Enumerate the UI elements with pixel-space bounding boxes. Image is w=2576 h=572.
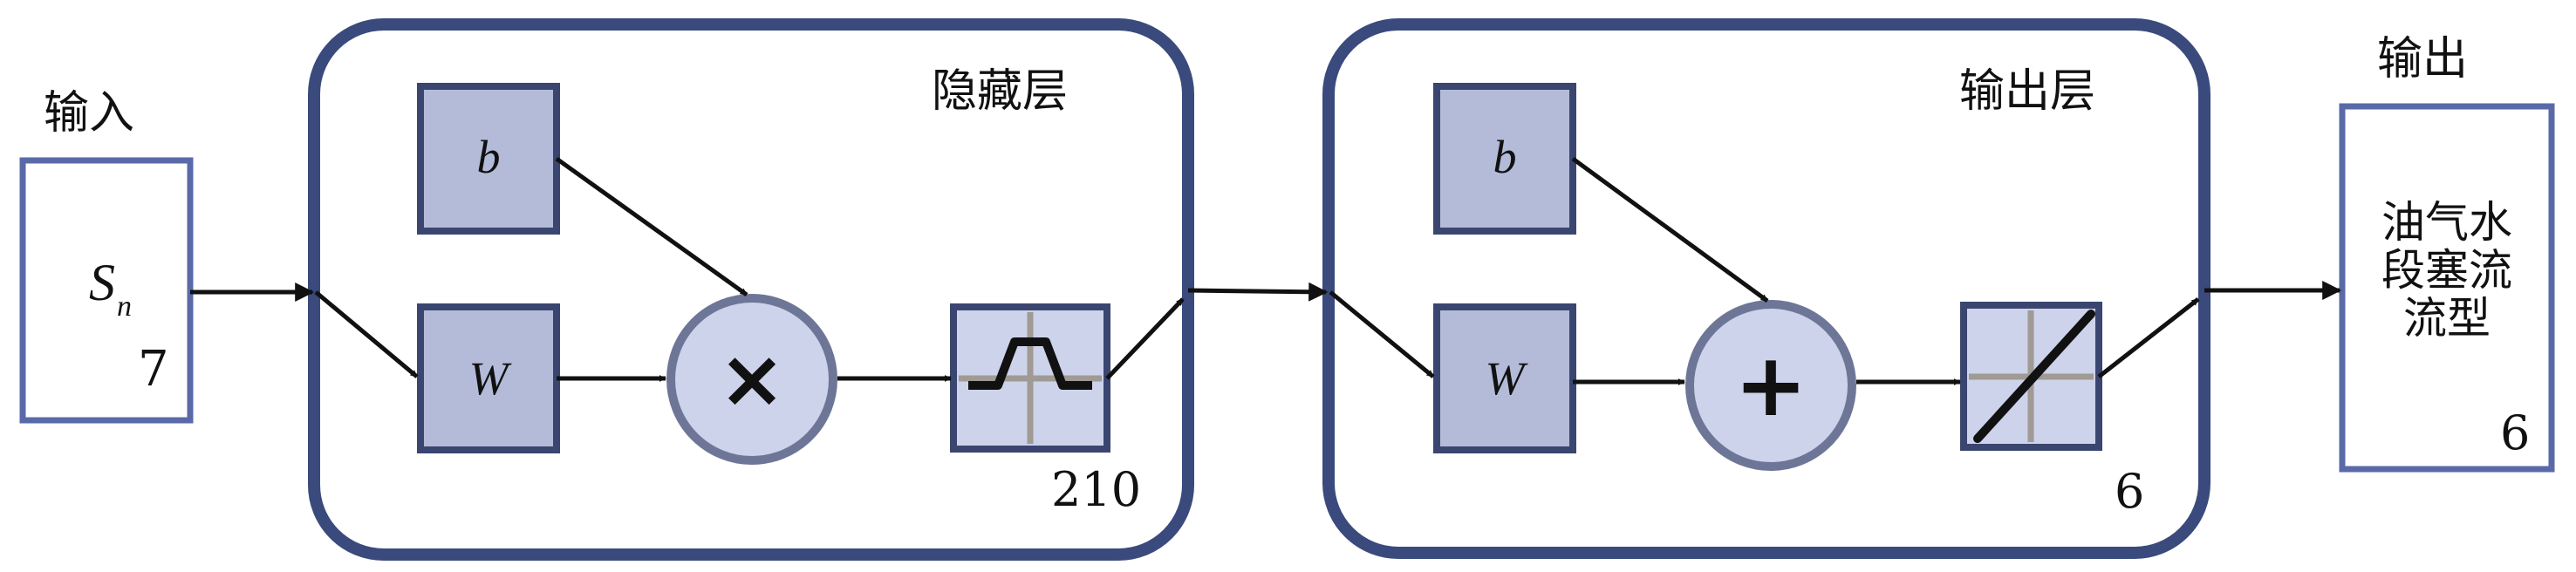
plus-icon: + — [1734, 334, 1807, 436]
output-bias-label: b — [1493, 131, 1517, 183]
multiply-node — [666, 294, 837, 465]
input-box — [19, 157, 194, 424]
output-bias-box — [1433, 83, 1576, 235]
output-bias-to-sum-arrow — [1571, 156, 1769, 303]
sum-node — [1685, 300, 1856, 471]
tansig-icon — [950, 303, 1110, 453]
purelin-to-output-out-arrow — [2097, 297, 2200, 378]
output-title: 输出 — [2377, 33, 2468, 85]
output-label-line-2: 段塞流 — [2381, 245, 2512, 296]
hidden-layer-title: 隐藏层 — [932, 65, 1068, 118]
hidden-weight-label: W — [469, 352, 513, 405]
output-size: 6 — [2500, 405, 2530, 460]
fanout-to-hidden-weight-arrow — [314, 290, 419, 378]
output-layer-title: 输出层 — [1959, 65, 2095, 118]
output-block: 输出 油气水 段塞流 流型 6 — [2339, 33, 2555, 473]
output-label-line-1: 油气水 — [2381, 197, 2512, 248]
connections — [190, 156, 2342, 385]
output-box — [2339, 103, 2555, 473]
purelin-icon — [1960, 302, 2102, 451]
input-symbol: Sn — [89, 254, 132, 323]
hidden-bias-label: b — [477, 131, 501, 183]
hidden-to-output-layer-arrow — [1187, 282, 1329, 302]
output-layer: 输出层 b W + 6 — [1322, 18, 2210, 559]
hidden-layer: 隐藏层 b W × 210 — [308, 18, 1194, 561]
input-title: 输入 — [44, 87, 134, 140]
fanout-to-output-weight-arrow — [1329, 290, 1435, 378]
tansig-to-hidden-out-arrow — [1105, 297, 1185, 380]
input-size: 7 — [138, 341, 169, 398]
hidden-layer-size: 210 — [1051, 462, 1141, 517]
hidden-bias-to-multiply-arrow — [555, 156, 748, 297]
input-block: 输入 Sn 7 — [19, 87, 194, 424]
output-layer-size: 6 — [2115, 464, 2144, 519]
output-weight-label: W — [1486, 352, 1529, 405]
output-weight-box — [1433, 303, 1576, 453]
output-label-line-3: 流型 — [2403, 293, 2491, 344]
multiply-icon: × — [718, 332, 785, 426]
